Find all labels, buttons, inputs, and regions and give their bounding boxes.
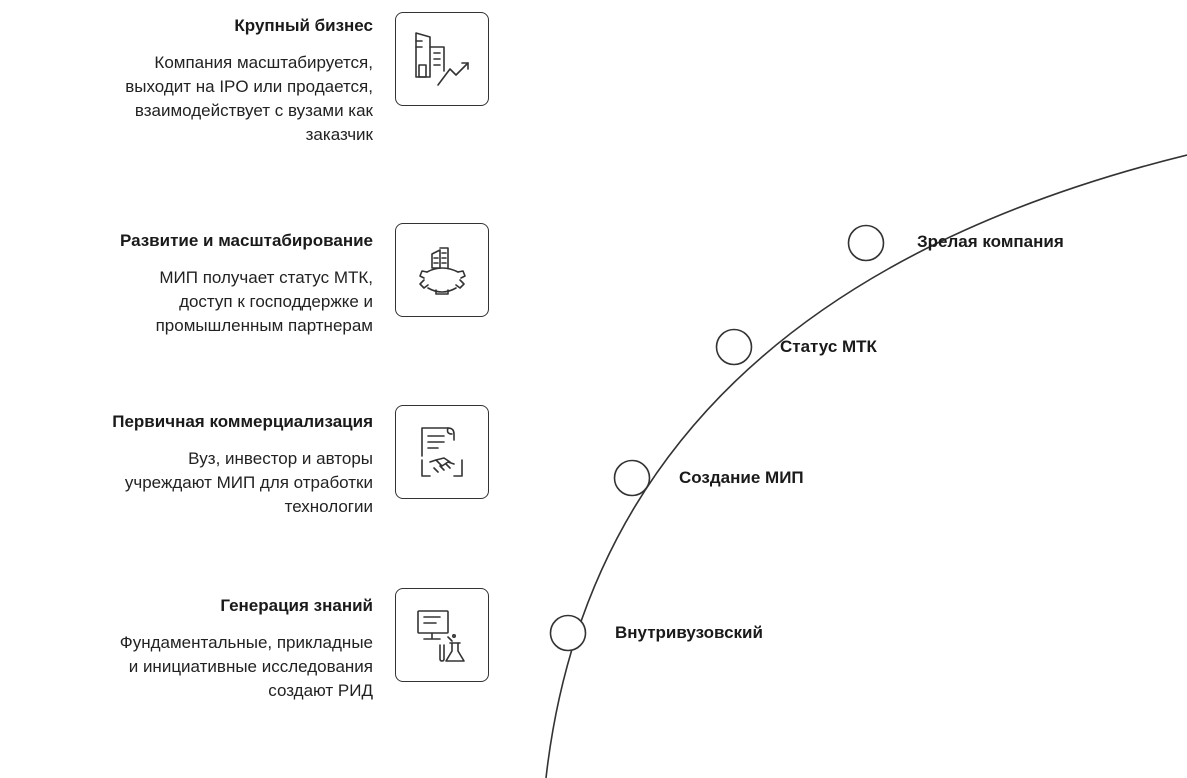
milestone-label-internal: Внутривузовский <box>615 623 763 642</box>
stage-description-line: и инициативные исследования <box>128 657 373 676</box>
stage-description-line: технологии <box>284 497 373 516</box>
stage-description-line: МИП получает статус МТК, <box>159 268 373 287</box>
milestone-circle-mtk <box>715 328 753 366</box>
stage-icon-box <box>395 588 489 682</box>
stage-description: Фундаментальные, прикладные и инициативн… <box>0 631 373 703</box>
stage-description-line: заказчик <box>305 125 373 144</box>
stage-block-large-business: Крупный бизнес Компания масштабируется, … <box>0 15 373 147</box>
stage-icon-box <box>395 12 489 106</box>
stage-description-line: учреждают МИП для отработки <box>124 473 373 492</box>
stage-description-line: промышленным партнерам <box>155 316 373 335</box>
industry-gear-icon <box>419 247 466 295</box>
stage-description-line: Фундаментальные, прикладные <box>119 633 373 652</box>
stage-description-line: взаимодействует с вузами как <box>134 101 373 120</box>
stage-icon-box <box>395 405 489 499</box>
stage-icon-box <box>395 223 489 317</box>
buildings-growth-icon <box>415 32 469 86</box>
stage-title: Генерация знаний <box>220 596 373 615</box>
stage-title: Крупный бизнес <box>234 16 373 35</box>
stage-description: Вуз, инвестор и авторы учреждают МИП для… <box>0 447 373 519</box>
stage-description-line: создают РИД <box>268 681 373 700</box>
stage-description-line: выходит на IPO или продается, <box>125 77 373 96</box>
milestone-circle-mature <box>847 224 885 262</box>
stage-title: Развитие и масштабирование <box>119 231 373 250</box>
stage-block-commercialization: Первичная коммерциализация Вуз, инвестор… <box>0 411 373 519</box>
milestone-circle-mip <box>613 459 651 497</box>
stage-title: Первичная коммерциализация <box>112 412 373 431</box>
stage-description-line: Компания масштабируется, <box>154 53 373 72</box>
stage-block-scaling: Развитие и масштабирование МИП получает … <box>0 230 373 338</box>
milestone-label-mtk: Статус МТК <box>780 337 877 356</box>
contract-handshake-icon <box>421 427 463 477</box>
computer-lab-flask-icon <box>417 610 465 662</box>
stage-description: Компания масштабируется, выходит на IPO … <box>0 51 373 147</box>
milestone-circle-internal <box>549 614 587 652</box>
stage-block-knowledge: Генерация знаний Фундаментальные, прикла… <box>0 595 373 703</box>
stage-description-line: Вуз, инвестор и авторы <box>188 449 373 468</box>
milestone-label-mip: Создание МИП <box>679 468 804 487</box>
stage-description: МИП получает статус МТК, доступ к господ… <box>0 266 373 338</box>
stage-description-line: доступ к господдержке и <box>179 292 373 311</box>
milestone-label-mature: Зрелая компания <box>917 232 1064 251</box>
